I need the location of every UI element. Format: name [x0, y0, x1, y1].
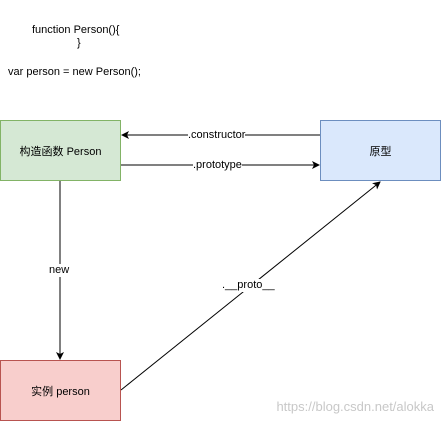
instance-node: 实例 person [0, 360, 121, 421]
code-line-brace: } [77, 37, 81, 49]
edge-new-label: new [49, 264, 70, 277]
constructor-node: 构造函数 Person [0, 120, 121, 181]
edge-prototype-label: .prototype [193, 159, 242, 172]
constructor-node-label: 构造函数 Person [19, 145, 102, 158]
prototype-node-label: 原型 [369, 145, 392, 158]
code-line-new: var person = new Person(); [8, 66, 141, 78]
edge-proto-label: .__proto__ [222, 279, 275, 292]
instance-node-label: 实例 person [31, 385, 90, 398]
code-line-function: function Person(){ [32, 24, 120, 36]
prototype-node: 原型 [320, 120, 441, 181]
watermark: https://blog.csdn.net/alokka [276, 399, 434, 414]
edge-constructor-label: .constructor [188, 129, 246, 142]
